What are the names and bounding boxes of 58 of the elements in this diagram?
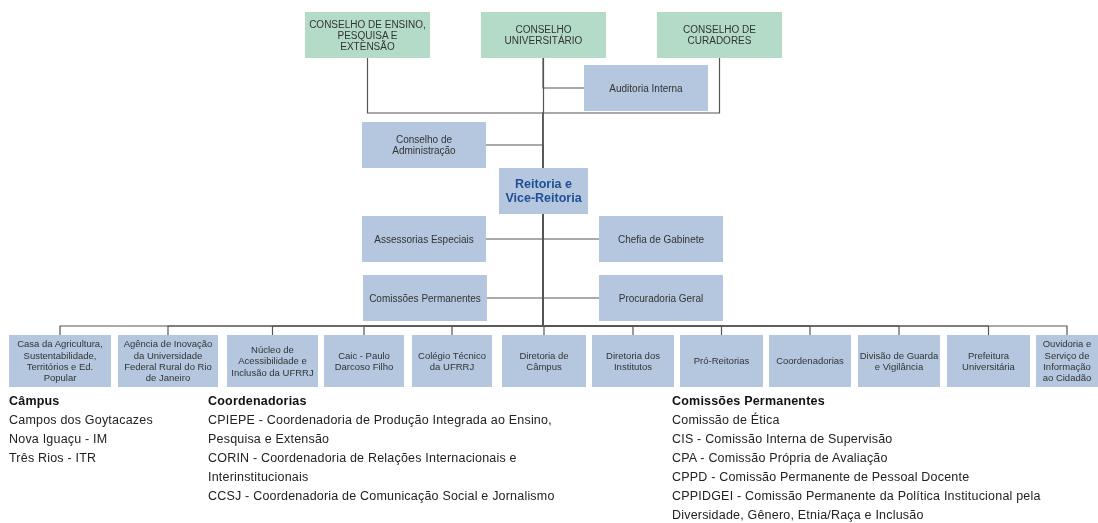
list-item: CPA - Comissão Própria de Avaliação	[672, 450, 889, 467]
org-box	[481, 12, 606, 58]
box-label: Diretoria dos Institutos	[605, 349, 661, 373]
box-label: Procuradoria Geral	[618, 292, 704, 304]
box-label: Núcleo de Acessibilidade e Inclusão da UFRRJ	[230, 343, 315, 379]
box-label: Chefia de Gabinete	[617, 233, 705, 245]
list-item: CPIEPE - Coordenadoria de Produção Integrada ao Ensino, Pesquisa e Extensão	[208, 412, 553, 448]
connector-line	[542, 57, 585, 89]
box-label: Pró-Reitorias	[693, 355, 750, 367]
box-label: Prefeitura Universitária	[961, 349, 1016, 373]
box-label: Colégio Técnico da UFRRJ	[417, 349, 487, 373]
box-label: Ouvidoria e Serviço de Informação ao Cidadão	[1041, 338, 1093, 384]
box-label: Reitoria e Vice-Reitoria	[504, 177, 583, 205]
box-label: Auditoria Interna	[609, 82, 683, 94]
list-item: Comissão de Ética	[672, 411, 781, 429]
box-label: Coordenadorias	[776, 355, 844, 367]
org-box	[657, 12, 782, 58]
org-box	[858, 335, 940, 387]
org-box	[362, 216, 486, 262]
list-item: CIS - Comissão Interna de Supervisão	[672, 431, 894, 448]
org-box	[412, 335, 492, 387]
org-box	[363, 275, 487, 321]
box-label: CONSELHO DE ENSINO, PESQUISA E EXTENSÃO	[309, 18, 426, 52]
list-item: Três Rios - ITR	[9, 450, 98, 467]
org-box	[599, 216, 723, 262]
box-label: Divisão de Guarda e Vigilância	[859, 349, 939, 373]
box-label: CONSELHO UNIVERSITÁRIO	[503, 24, 584, 46]
list-heading: Comissões Permanentes	[672, 393, 826, 410]
main-box	[499, 168, 588, 214]
list-item: CPPIDGEI - Comissão Permanente da Política Institucional pela Diversidade, Gênero, Etnia/Raça e Inclusão	[672, 488, 1042, 523]
org-box	[362, 122, 486, 168]
org-box	[324, 335, 404, 387]
org-box	[305, 12, 430, 58]
org-box	[769, 335, 851, 387]
org-box	[9, 335, 111, 387]
list-item: CORIN - Coordenadoria de Relações Internacionais e Interinstitucionais	[208, 450, 518, 486]
connector-line	[485, 144, 544, 169]
org-box	[680, 335, 763, 387]
org-box	[592, 335, 674, 387]
org-box	[584, 65, 708, 111]
box-label: CONSELHO DE CURADORES	[682, 24, 757, 46]
list-item: CPPD - Comissão Permanente de Pessoal Docente	[672, 469, 971, 486]
org-box	[947, 335, 1030, 387]
box-label: Caic - Paulo Darcoso Filho	[333, 349, 395, 373]
org-box	[502, 335, 586, 387]
box-label: Assessorias Especiais	[374, 233, 474, 245]
box-label: Agência de Inovação da Universidade Federal Rural do Rio de Janeiro	[122, 338, 214, 384]
org-box	[227, 335, 318, 387]
box-label: Conselho de Administração	[391, 134, 457, 156]
org-box	[599, 275, 723, 321]
list-item: CCSJ - Coordenadoria de Comunicação Social e Jornalismo	[208, 488, 556, 505]
list-item: Campos dos Goytacazes	[9, 412, 154, 429]
list-item: Nova Iguaçu - IM	[9, 431, 109, 448]
box-label: Casa da Agricultura, Sustentabilidade, Territórios e Ed. Popular	[16, 338, 104, 384]
list-heading: Coordenadorias	[208, 393, 308, 410]
box-label: Diretoria de Câmpus	[518, 349, 570, 373]
list-heading: Câmpus	[9, 393, 61, 410]
box-label: Comissões Permanentes	[369, 292, 481, 304]
